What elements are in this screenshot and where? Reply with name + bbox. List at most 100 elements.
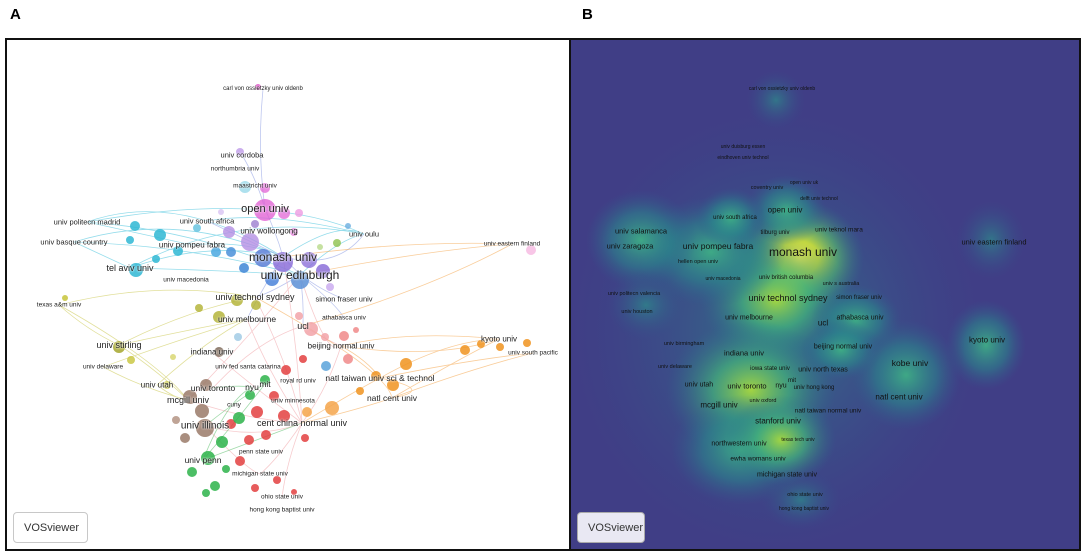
node-label: univ melbourne (217, 314, 277, 324)
node-label: hellen open univ (677, 259, 719, 265)
node-label: indiana univ (190, 347, 234, 357)
node-label: univ fed santa catarina (215, 363, 281, 371)
node-label: carl von ossietzky univ oldenb (223, 86, 303, 92)
node-label: univ melbourne (725, 314, 773, 322)
node-label: univ teknol mara (815, 226, 863, 234)
node-label: natl cent univ (366, 393, 418, 403)
panel-b-letter: B (582, 6, 593, 23)
node-label: stanford univ (755, 416, 801, 426)
vosviewer-logo-text: VOSviewer (588, 521, 644, 534)
node-label: cent china normal univ (256, 418, 348, 428)
density-heatmap (571, 70, 1026, 549)
node-label: eindhoven univ technol (717, 155, 769, 161)
node-label: univ south africa (179, 216, 235, 226)
node-label: hong kong baptist univ (249, 506, 315, 514)
node-label: univ eastern finland (961, 237, 1027, 247)
network-nodes (62, 84, 536, 497)
node-label: michigan state univ (232, 470, 288, 478)
vosviewer-logo: VOSviewer (13, 512, 88, 543)
node-label: nyu (775, 382, 787, 390)
node-label: univ hong kong (793, 385, 835, 391)
node-label: univ technol sydney (215, 292, 295, 302)
node-label: natl taiwan normal univ (794, 407, 862, 415)
node-label: texas a&m univ (36, 301, 82, 309)
node-label: univ macedonia (705, 276, 741, 282)
node-label: kyoto univ (480, 334, 518, 344)
node-label: cuny (227, 401, 241, 409)
node-label: univ north texas (798, 366, 848, 374)
node-label: univ politecn madrid (53, 217, 121, 227)
node-label: maastricht univ (233, 182, 277, 190)
node-label: open univ (767, 205, 803, 215)
node-label: univ utah (684, 381, 714, 389)
node-label: monash univ (248, 250, 318, 264)
node-label: univ stirling (96, 340, 142, 350)
node-label: nyu (245, 382, 259, 392)
node-label: beijing normal univ (307, 341, 375, 351)
node-label: natl taiwan univ sci & technol (325, 373, 435, 383)
node-label: monash univ (768, 245, 838, 259)
node-label: athabasca univ (836, 314, 884, 322)
node-label: univ eastern finland (483, 240, 541, 248)
node-label: univ utah (140, 380, 174, 390)
node-label: univ illinois (180, 420, 230, 432)
node-label: kyoto univ (968, 335, 1006, 345)
node-label: mcgill univ (166, 395, 210, 405)
node-label: univ politecn valencia (607, 291, 661, 297)
node-label: univ south africa (713, 215, 757, 221)
node-label: univ basque country (40, 237, 108, 247)
node-label: tilburg univ (760, 230, 790, 236)
node-label: univ toronto (190, 383, 236, 393)
node-label: ewha womans univ (730, 455, 786, 463)
node-label: univ duisburg essen (720, 144, 766, 150)
node-label: univ zaragoza (606, 241, 654, 251)
panel-a-letter: A (10, 6, 21, 23)
node-label: open univ uk (789, 180, 819, 186)
vosviewer-logo-text: VOSviewer (24, 521, 80, 534)
node-label: univ wollongong (240, 226, 298, 236)
node-label: univ minnesota (271, 397, 315, 405)
node-label: royal rd univ (280, 377, 316, 385)
node-label: hong kong baptist univ (778, 506, 830, 512)
node-label: indiana univ (723, 348, 765, 358)
node-label: univ oulu (348, 229, 380, 239)
node-label: athabasca univ (322, 314, 366, 322)
node-label: kobe univ (891, 358, 929, 368)
node-label: univ houston (621, 309, 653, 315)
node-label: iowa state univ (750, 366, 790, 372)
node-label: northumbria univ (210, 165, 260, 173)
node-label: univ delaware (82, 363, 124, 371)
node-label: mcgill univ (700, 400, 738, 410)
node-label: univ pompeu fabra (158, 240, 226, 250)
node-label: mit (788, 378, 796, 384)
node-label: texas tech univ (781, 437, 815, 443)
node-label: univ delaware (658, 364, 692, 370)
node-label: open univ (241, 203, 289, 215)
node-label: coventry univ (750, 185, 784, 191)
node-label: tel aviv univ (106, 263, 154, 273)
node-label: ucl (297, 321, 309, 331)
node-label: michigan state univ (757, 471, 817, 479)
node-label: univ toronto (727, 381, 767, 391)
node-label: northwestern univ (711, 440, 767, 448)
node-label: univ macedonia (163, 276, 209, 284)
node-label: beijing normal univ (813, 343, 873, 351)
node-label: simon fraser univ (315, 294, 373, 304)
node-label: simon fraser univ (836, 295, 882, 301)
node-label: carl von ossietzky univ oldenb (748, 86, 816, 92)
node-label: univ south pacific (508, 349, 558, 357)
node-label: natl cent univ (875, 392, 923, 402)
node-label: ucl (817, 318, 829, 328)
node-label: univ salamanca (614, 226, 668, 236)
node-label: univ british columbia (758, 275, 814, 281)
vosviewer-logo: VOSviewer (577, 512, 645, 543)
node-label: univ penn (184, 455, 222, 465)
node-label: ohio state univ (261, 493, 303, 501)
node-label: univ s australia (822, 281, 860, 287)
node-label: delft univ technol (800, 196, 838, 202)
node-label: univ birmingham (663, 341, 705, 347)
node-label: penn state univ (238, 448, 284, 456)
node-label: mit (259, 379, 271, 389)
density-visualization-panel: carl von ossietzky univ oldenb univ duisb… (569, 38, 1081, 551)
